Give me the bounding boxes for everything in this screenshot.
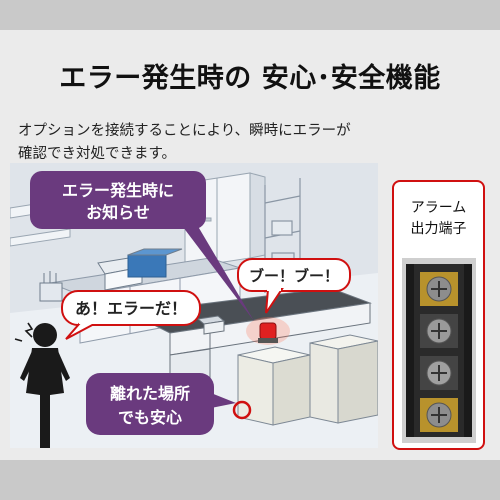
description-line-2: 確認でき対処できます。 — [18, 146, 177, 162]
page-title: エラー発生時の 安心･安全機能 — [59, 63, 441, 94]
bottom-band — [0, 460, 500, 500]
person-figure — [20, 323, 70, 448]
description-line-1: オプションを接続することにより、瞬時にエラーが — [18, 123, 351, 139]
terminal-highlight-circle — [232, 400, 252, 420]
shock-marks — [14, 322, 34, 342]
terminal-screw-2 — [420, 314, 458, 348]
description-text: オプションを接続することにより、瞬時にエラーが 確認でき対処できます。 — [18, 120, 398, 166]
panel-label-line-2: 出力端子 — [410, 221, 467, 237]
panel-label-line-1: アラーム — [410, 200, 467, 216]
callout-remote-line1: 離れた場所 — [110, 384, 190, 403]
callout-remote-line2: でも安心 — [118, 408, 182, 427]
alarm-lamp — [246, 317, 290, 345]
panel-label: アラーム 出力端子 — [394, 198, 483, 240]
callout-oh-error-text: あ！エラーだ！ — [75, 299, 187, 318]
terminal-screw-3 — [420, 356, 458, 390]
lab-illustration: エラー発生時に お知らせ ブー！ブー！ あ！エラーだ！ 離れた場所 でも安心 — [10, 163, 378, 448]
callout-error-notify-line1: エラー発生時に — [62, 181, 174, 200]
instrument-unit — [237, 346, 311, 426]
callout-error-notify: エラー発生時に お知らせ — [30, 171, 254, 321]
small-box — [196, 315, 226, 335]
callout-oh-error: あ！エラーだ！ — [61, 290, 201, 340]
callout-buzzer: ブー！ブー！ — [237, 258, 351, 314]
alarm-output-panel: アラーム 出力端子 — [392, 180, 485, 450]
lab-equipment — [39, 248, 183, 302]
terminal-screw-1 — [420, 272, 458, 306]
terminal-block — [402, 258, 476, 443]
top-band — [0, 0, 500, 30]
callout-error-notify-line2: お知らせ — [86, 203, 150, 222]
callout-remote: 離れた場所 でも安心 — [86, 373, 236, 435]
terminal-screw-4 — [420, 398, 458, 432]
right-cabinet — [309, 334, 378, 424]
callout-buzzer-text: ブー！ブー！ — [249, 267, 339, 285]
